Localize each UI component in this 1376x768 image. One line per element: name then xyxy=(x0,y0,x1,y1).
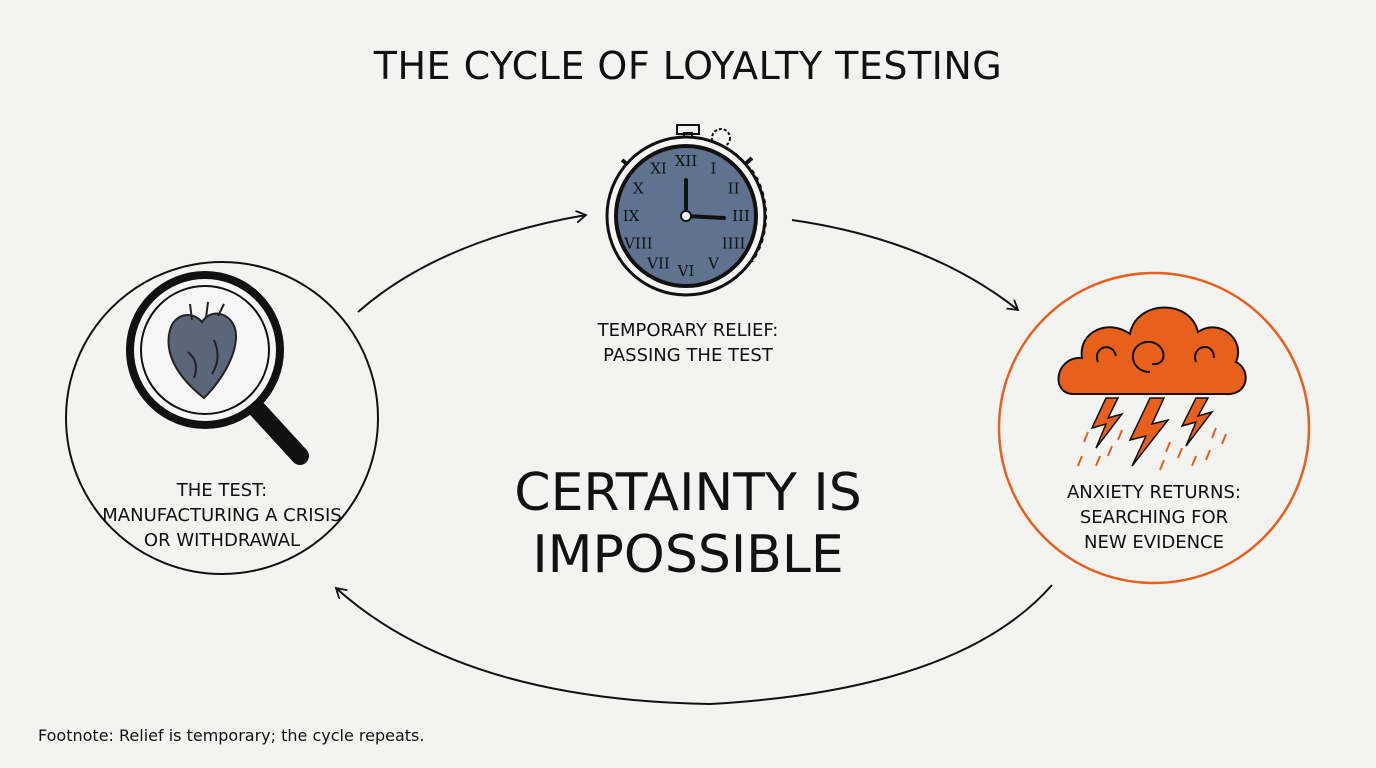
stage-label-line: THE TEST: xyxy=(176,480,268,501)
stage-label-line: PASSING THE TEST xyxy=(603,345,773,366)
arrow-test-to-relief xyxy=(357,215,586,313)
stage-label-test: THE TEST: MANUFACTURING A CRISIS OR WITH… xyxy=(82,478,362,553)
clock-numeral: XII xyxy=(675,152,698,170)
clock-numeral: VII xyxy=(646,255,670,273)
stage-label-line: OR WITHDRAWAL xyxy=(143,530,301,551)
stage-label-line: ANXIETY RETURNS: xyxy=(1066,482,1241,503)
arrow-anxiety-to-test xyxy=(336,584,1053,706)
clock-numeral: VIII xyxy=(623,235,653,253)
stage-label-line: TEMPORARY RELIEF: xyxy=(597,320,779,341)
stage-circle-anxiety xyxy=(997,271,1311,585)
clock-numeral: IIII xyxy=(722,235,746,253)
center-message: CERTAINTY IS IMPOSSIBLE xyxy=(468,462,908,586)
clock-numeral: I xyxy=(711,159,717,177)
stage-label-line: SEARCHING FOR xyxy=(1079,507,1229,528)
clock-numeral: III xyxy=(732,207,750,225)
footnote: Footnote: Relief is temporary; the cycle… xyxy=(38,726,425,745)
center-message-line: IMPOSSIBLE xyxy=(532,525,844,585)
magnifier-heart-icon xyxy=(126,271,309,465)
clock-numeral: X xyxy=(633,180,644,198)
clock-numeral: V xyxy=(707,255,720,273)
stage-label-line: MANUFACTURING A CRISIS xyxy=(102,505,342,526)
clock-numeral: IX xyxy=(623,207,640,225)
diagram-title: THE CYCLE OF LOYALTY TESTING xyxy=(373,44,1003,88)
clock-numeral: II xyxy=(728,180,740,198)
clock-numeral: VI xyxy=(677,262,695,280)
clock-numeral: XI xyxy=(650,159,667,177)
stage-circle-test xyxy=(65,261,379,575)
arrow-relief-to-anxiety xyxy=(791,219,1018,310)
storm-cloud-icon xyxy=(1057,306,1247,471)
stage-label-anxiety: ANXIETY RETURNS: SEARCHING FOR NEW EVIDE… xyxy=(1014,480,1294,555)
center-message-line: CERTAINTY IS xyxy=(514,463,862,523)
stage-label-line: NEW EVIDENCE xyxy=(1084,532,1224,553)
stage-label-relief: TEMPORARY RELIEF: PASSING THE TEST xyxy=(548,318,828,368)
